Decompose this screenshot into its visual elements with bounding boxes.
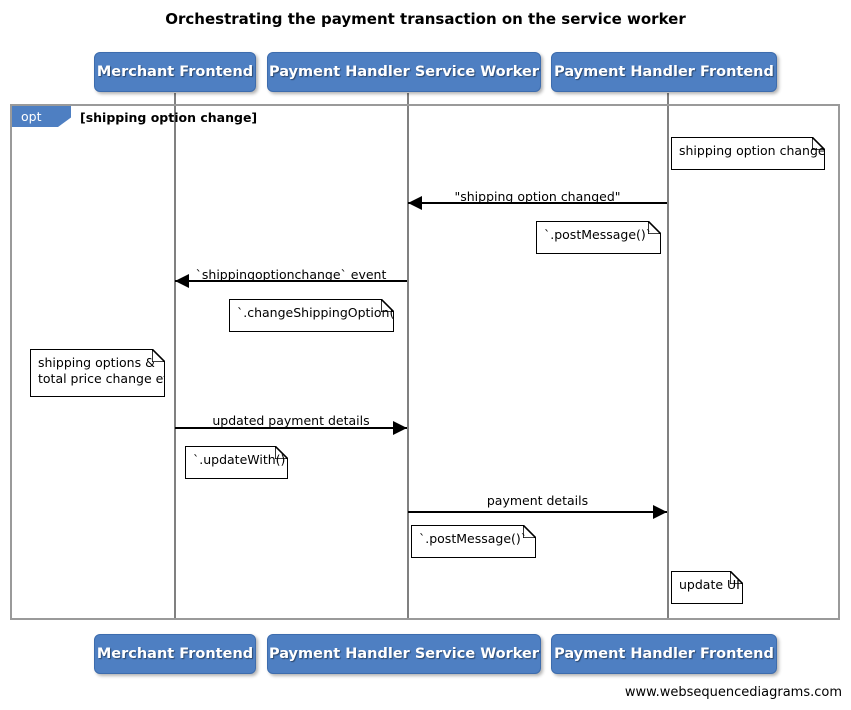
participant-label: Payment Handler Service Worker [268,646,540,662]
note-post-message-1: `.postMessage()` [536,221,661,254]
participant-merchant-frontend-top[interactable]: Merchant Frontend [94,52,256,92]
participant-label: Merchant Frontend [96,64,254,80]
note-shipping-option-changed: shipping option changed [671,137,825,170]
participant-payment-handler-frontend-top[interactable]: Payment Handler Frontend [551,52,777,92]
message-line-shipping-option-changed [408,202,667,204]
message-line-updated-payment-details [175,427,407,429]
participant-payment-handler-service-worker-top[interactable]: Payment Handler Service Worker [267,52,541,92]
note-shipping-options-total-price: shipping options & total price change et… [30,349,165,397]
message-label-updated-payment-details: updated payment details [212,413,370,428]
message-arrowhead-payment-details [653,505,667,519]
fragment-opt-guard: [shipping option change] [80,110,258,125]
message-label-shipping-option-changed: "shipping option changed" [454,189,621,204]
footer-credit: www.websequencediagrams.com [624,685,842,700]
message-label-payment-details: payment details [486,493,589,508]
lifeline-merchant-frontend [174,93,176,620]
fragment-opt-tab: opt [12,106,71,127]
participant-merchant-frontend-bottom[interactable]: Merchant Frontend [94,634,256,674]
message-arrowhead-shipping-option-changed [408,196,422,210]
page-title: Orchestrating the payment transaction on… [165,10,686,28]
participant-label: Payment Handler Service Worker [268,64,540,80]
participant-payment-handler-service-worker-bottom[interactable]: Payment Handler Service Worker [267,634,541,674]
note-post-message-2: `.postMessage()` [411,525,536,558]
message-arrowhead-shippingoptionchange-event [175,274,189,288]
participant-label: Payment Handler Frontend [554,64,774,80]
participant-label: Merchant Frontend [96,646,254,662]
message-arrowhead-updated-payment-details [393,421,407,435]
message-label-shippingoptionchange-event: `shippingoptionchange` event [195,267,387,282]
participant-payment-handler-frontend-bottom[interactable]: Payment Handler Frontend [551,634,777,674]
lifeline-payment-handler-frontend [667,93,669,620]
message-line-shippingoptionchange-event [175,280,407,282]
participant-label: Payment Handler Frontend [554,646,774,662]
note-update-with: `.updateWith()` [185,446,288,479]
note-update-ui: update UI [671,571,743,604]
fragment-opt [10,104,840,620]
lifeline-payment-handler-service-worker [407,93,409,620]
message-line-payment-details [408,511,667,513]
note-change-shipping-option: `.changeShippingOption()` [229,299,394,332]
